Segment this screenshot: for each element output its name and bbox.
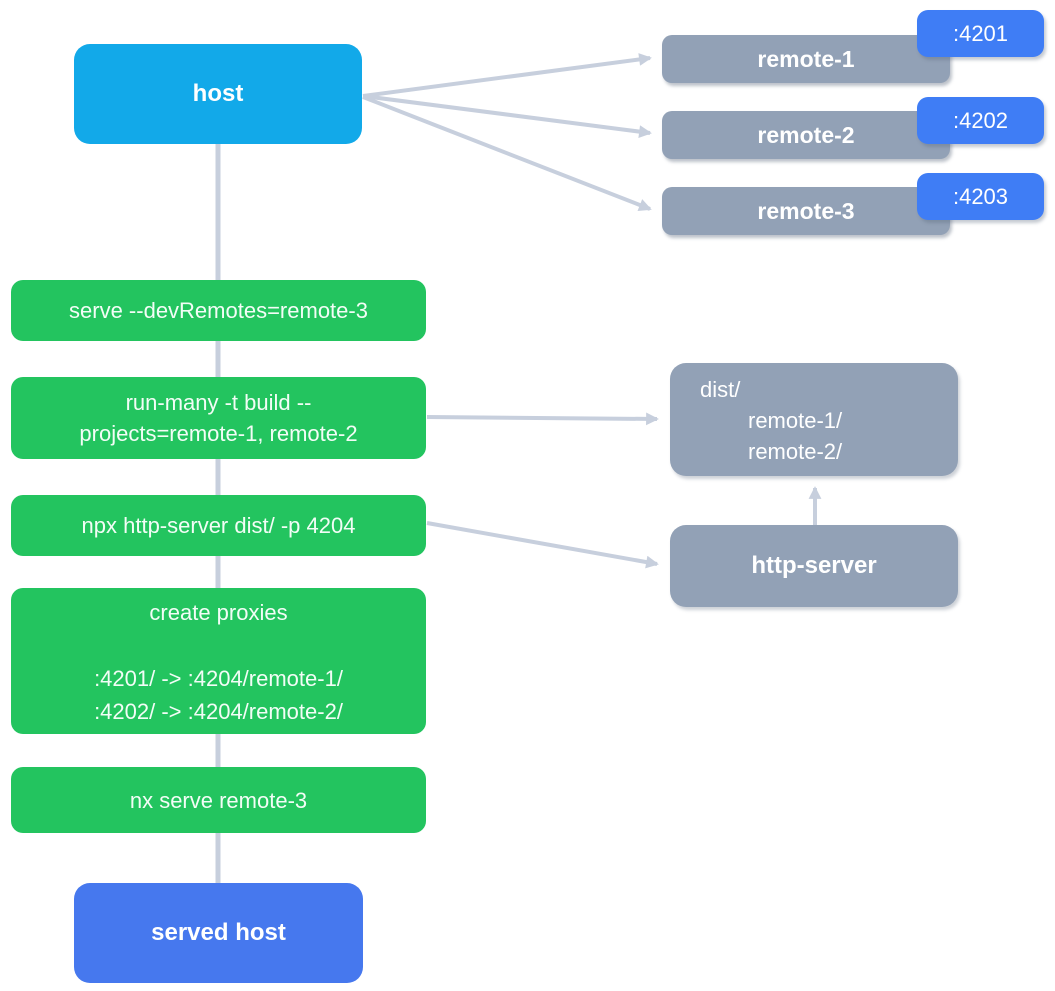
create-proxies-line-1: :4201/ -> :4204/remote-1/	[94, 666, 343, 691]
port-4203-label: :4203	[952, 183, 1009, 209]
dist-line-root: dist/	[700, 377, 741, 402]
remote-3-label: remote-3	[757, 197, 855, 224]
node-remote-2: remote-2	[662, 111, 950, 159]
badge-port-4201: :4201	[917, 10, 1044, 57]
port-4202-label: :4202	[952, 107, 1009, 133]
step-serve-dev-remotes: serve --devRemotes=remote-3	[11, 280, 426, 341]
node-served-host: served host	[74, 883, 363, 983]
dist-line-remote-2: remote-2/	[748, 439, 843, 464]
step-create-proxies: create proxies :4201/ -> :4204/remote-1/…	[11, 588, 426, 734]
step-npx-label: npx http-server dist/ -p 4204	[81, 513, 356, 538]
arrow-host-to-remote-3	[362, 95, 652, 212]
remote-2-label: remote-2	[757, 121, 855, 148]
badge-port-4203: :4203	[917, 173, 1044, 220]
host-label: host	[192, 80, 244, 107]
node-dist-folder: dist/ remote-1/ remote-2/	[670, 363, 958, 476]
arrow-npx-to-http-server	[426, 521, 659, 569]
create-proxies-title: create proxies	[149, 600, 288, 625]
step-run-many-line-1: run-many -t build --	[125, 390, 312, 415]
badge-port-4202: :4202	[917, 97, 1044, 144]
dist-line-remote-1: remote-1/	[748, 408, 843, 433]
step-run-many-line-2: projects=remote-1, remote-2	[79, 421, 358, 446]
step-nx-serve-remote-3: nx serve remote-3	[11, 767, 426, 833]
node-host: host	[74, 44, 362, 144]
arrow-host-to-remote-2	[362, 94, 652, 138]
served-host-label: served host	[151, 919, 286, 946]
node-remote-1: remote-1	[662, 35, 950, 83]
step-serve-label: serve --devRemotes=remote-3	[69, 298, 368, 323]
arrow-run-many-to-dist	[426, 412, 659, 426]
http-server-label: http-server	[751, 552, 877, 579]
create-proxies-line-2: :4202/ -> :4204/remote-2/	[94, 699, 343, 724]
arrow-host-to-remote-1	[362, 53, 652, 98]
step-nx-serve-label: nx serve remote-3	[129, 787, 308, 813]
port-4201-label: :4201	[952, 20, 1009, 46]
step-run-many-build: run-many -t build -- projects=remote-1, …	[11, 377, 426, 459]
step-npx-http-server: npx http-server dist/ -p 4204	[11, 495, 426, 556]
node-http-server: http-server	[670, 525, 958, 607]
remote-1-label: remote-1	[757, 45, 855, 72]
node-remote-3: remote-3	[662, 187, 950, 235]
